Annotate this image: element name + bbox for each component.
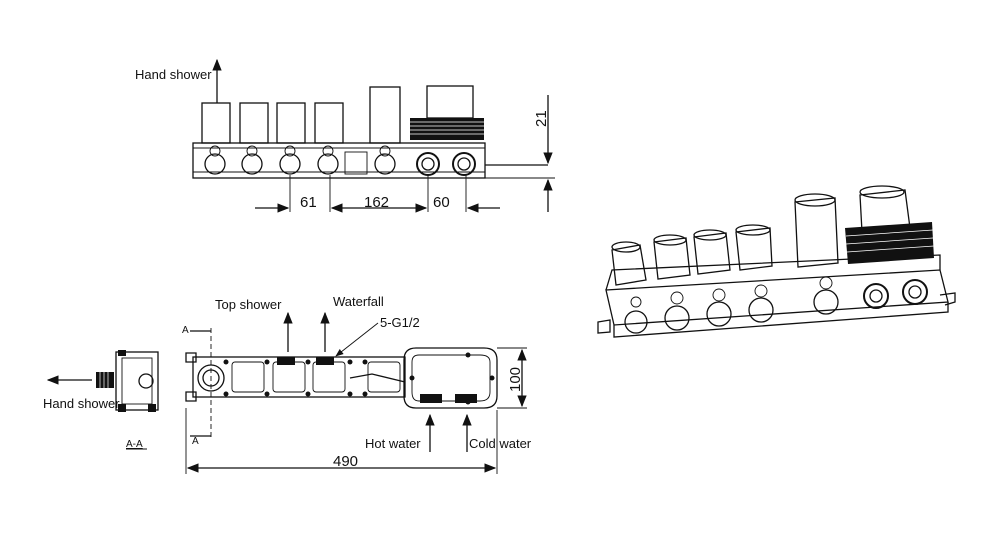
thermostat-grip xyxy=(410,118,484,140)
cartridge-4 xyxy=(314,102,344,144)
front-frame xyxy=(192,142,486,179)
cold-port xyxy=(455,394,477,403)
iso-cartridges xyxy=(611,185,911,286)
section-label: A-A xyxy=(126,439,143,450)
cold-water-label: Cold water xyxy=(469,436,532,451)
section-mark-bottom: A xyxy=(192,436,199,447)
thread-label: 5-G1/2 xyxy=(380,315,420,330)
section-mark-top: A xyxy=(182,325,189,336)
dim-60: 60 xyxy=(433,194,450,211)
cartridge-2 xyxy=(239,102,269,144)
cartridge-1 xyxy=(201,102,231,144)
dim-162: 162 xyxy=(364,194,389,211)
top-shower-label: Top shower xyxy=(215,297,282,312)
top-bolts xyxy=(223,359,368,397)
front-view: Hand shower xyxy=(135,58,555,213)
dim-100: 100 xyxy=(507,367,524,392)
iso-outlets xyxy=(624,276,928,334)
hot-port xyxy=(420,394,442,403)
thermostat-housing xyxy=(403,347,498,409)
thermostat-cap xyxy=(426,85,474,119)
waterfall-label: Waterfall xyxy=(333,294,384,309)
dim-490: 490 xyxy=(333,453,358,470)
hand-shower-label: Hand shower xyxy=(135,67,212,82)
top-shower-port xyxy=(277,357,295,365)
section-hand-shower-label: Hand shower xyxy=(43,396,120,411)
dim-21: 21 xyxy=(533,110,550,127)
top-body xyxy=(192,356,406,398)
section-view: Hand shower A-A xyxy=(43,350,159,450)
waterfall-port xyxy=(316,357,334,365)
cartridge-3 xyxy=(276,102,306,144)
dim-61: 61 xyxy=(300,194,317,211)
hot-water-label: Hot water xyxy=(365,436,421,451)
diverter-body xyxy=(369,86,401,144)
section-body xyxy=(115,351,159,411)
iso-thermostat-grip xyxy=(845,222,934,264)
top-view: A A Top shower Waterfall 5-G1/2 xyxy=(182,294,532,474)
isometric-view xyxy=(597,185,956,338)
front-outlets xyxy=(204,145,476,176)
